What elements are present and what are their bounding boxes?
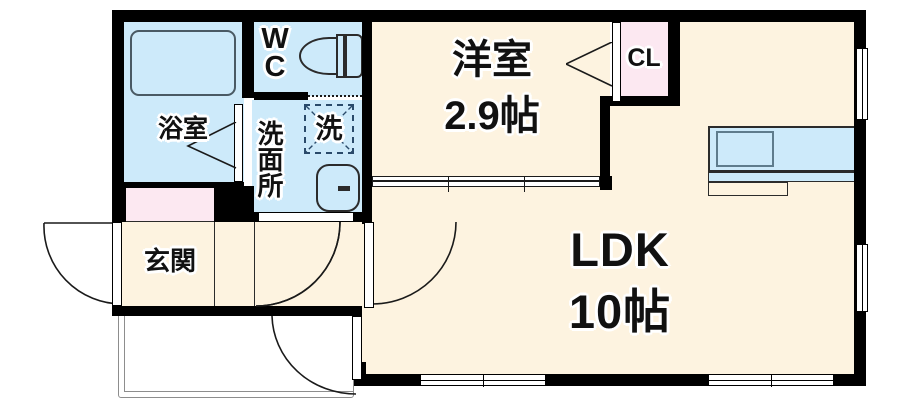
hall-partition-line-2 — [254, 222, 255, 306]
window-ldk-bottom-left[interactable] — [420, 374, 547, 387]
wall-wc-washroom — [254, 92, 308, 100]
hall-door-lower-leaf[interactable] — [352, 316, 362, 380]
wall-exterior-left-upper — [112, 10, 124, 188]
closet-floor — [620, 22, 670, 100]
ldk-floor-main — [362, 186, 856, 374]
hall-partition-line-1 — [214, 222, 215, 306]
entrance-hall-floor — [112, 222, 362, 306]
wall-left-shoebox — [112, 186, 126, 222]
wall-bedroom-bottom-left — [362, 176, 372, 224]
kitchen-sink — [716, 131, 774, 167]
wall-bedroom-right — [600, 96, 610, 186]
vanity-faucet-icon — [338, 186, 350, 191]
bathroom-door[interactable] — [234, 104, 243, 182]
toilet-tank-back — [345, 34, 363, 78]
window-ldk-bottom-right[interactable] — [708, 374, 835, 387]
wall-closet-right — [668, 14, 680, 106]
entrance-door-leaf[interactable] — [112, 222, 122, 306]
bathtub — [130, 30, 236, 96]
bedroom-floor — [372, 22, 610, 182]
wall-bedroom-closet — [610, 10, 620, 22]
hall-door-lower[interactable] — [271, 315, 357, 396]
window-bedroom-right[interactable] — [856, 48, 868, 121]
kitchen-counter-front — [708, 182, 788, 196]
wall-exterior-top — [112, 10, 866, 22]
toilet-threshold — [308, 95, 362, 97]
vanity-sink — [316, 164, 360, 212]
window-ldk-right[interactable] — [856, 244, 868, 313]
wall-closet-bottom — [610, 96, 672, 106]
bathroom-door-folding-icon — [186, 122, 237, 169]
exterior-corridor — [118, 306, 354, 398]
toilet-tank — [336, 34, 345, 78]
washing-machine-space — [304, 104, 354, 154]
ldk-hall-door[interactable] — [371, 221, 457, 305]
entrance-door[interactable] — [38, 222, 123, 308]
washing-machine-cross-icon — [305, 105, 353, 153]
washroom-door[interactable] — [254, 221, 341, 307]
ldk-floor-bridge — [610, 100, 672, 188]
shoe-box — [126, 186, 214, 222]
closet-door[interactable] — [612, 22, 621, 102]
ldk-hall-door-leaf[interactable] — [364, 222, 374, 308]
washroom-door-sill[interactable] — [258, 212, 354, 222]
kitchen-counter-strip — [708, 172, 856, 182]
closet-door-folding-icon — [566, 42, 613, 87]
wall-washroom-right — [362, 10, 372, 222]
wall-entrance-bottom — [112, 306, 362, 316]
wall-bath-washroom-lower — [242, 186, 254, 222]
hall-step-line — [126, 221, 214, 222]
wall-bath-washroom — [242, 10, 254, 98]
wall-bath-bottom — [112, 182, 244, 188]
wall-bedroom-ldk-right — [600, 176, 612, 190]
sliding-door-bedroom-ldk[interactable] — [372, 176, 600, 192]
